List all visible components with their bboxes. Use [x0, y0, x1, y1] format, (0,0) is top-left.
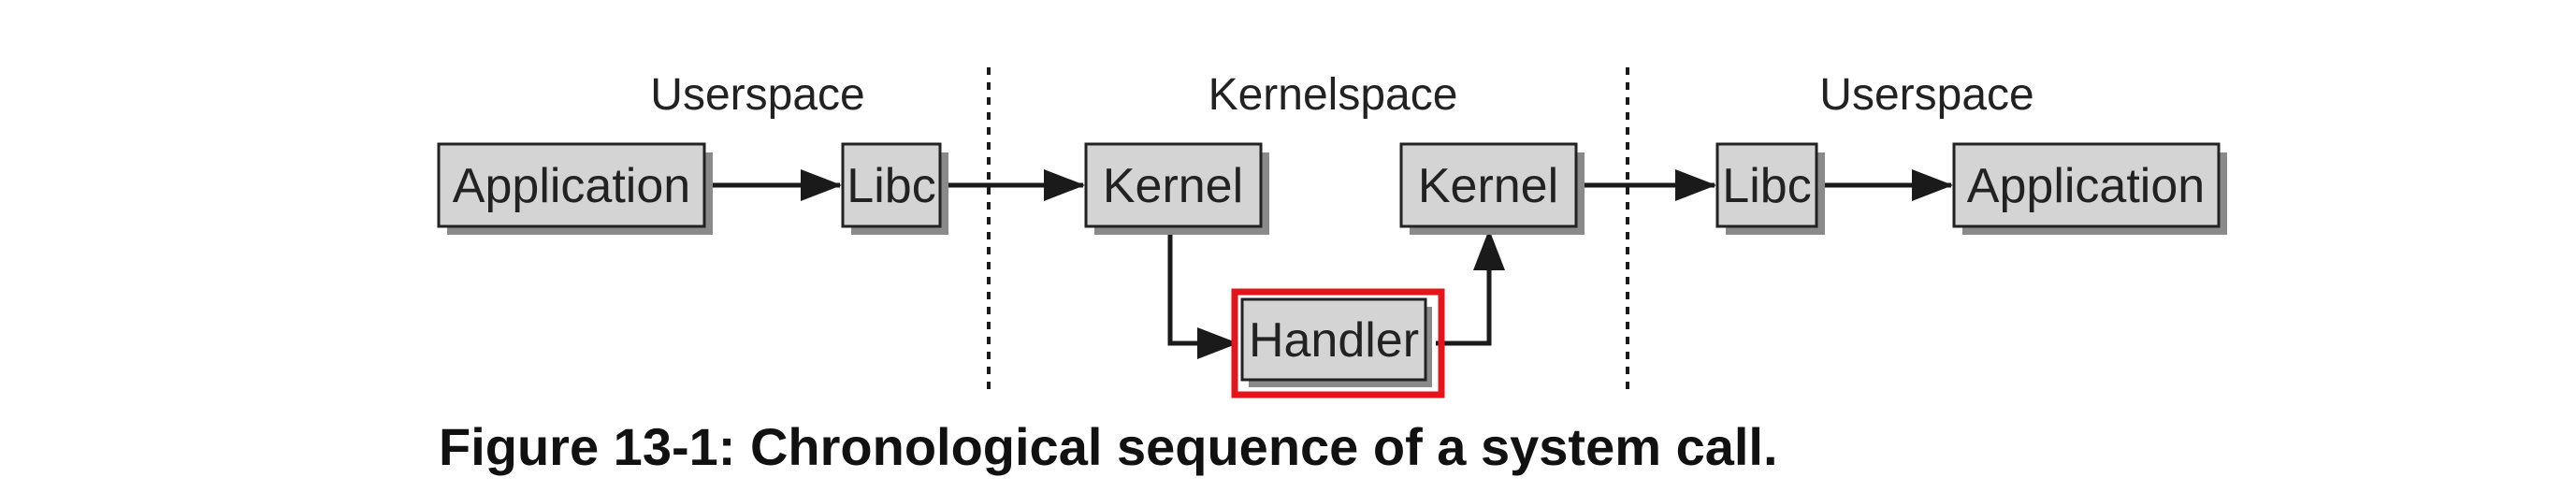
arrow-handler-to-kernel — [1436, 229, 1505, 346]
connectors — [707, 169, 1953, 359]
node-libc-right: Libc — [1715, 142, 1825, 235]
section-label-userspace-left: Userspace — [650, 70, 864, 120]
node-label: Application — [1967, 159, 2205, 213]
node-label: Handler — [1249, 313, 1419, 368]
node-application-right: Application — [1952, 142, 2227, 235]
figure-caption: Figure 13-1: Chronological sequence of a… — [439, 417, 1778, 476]
arrow-kernel-to-handler — [1167, 229, 1238, 359]
node-libc-left: Libc — [841, 142, 948, 235]
node-box — [1084, 142, 1263, 228]
node-handler: Handler — [1231, 288, 1445, 398]
node-kernel-entry: Kernel — [1084, 142, 1269, 235]
node-box — [1399, 142, 1578, 228]
node-label: Kernel — [1418, 159, 1558, 213]
node-box — [841, 142, 942, 228]
highlight-frame — [1231, 288, 1445, 398]
node-label: Libc — [847, 159, 935, 213]
node-box — [1240, 297, 1427, 382]
node-box — [437, 142, 706, 228]
node-label: Application — [453, 159, 690, 213]
node-label: Kernel — [1103, 159, 1243, 213]
section-label-kernelspace: Kernelspace — [1208, 70, 1458, 120]
node-kernel-exit: Kernel — [1399, 142, 1585, 235]
node-label: Libc — [1722, 159, 1811, 213]
section-label-userspace-right: Userspace — [1819, 70, 2033, 120]
node-box — [1715, 142, 1818, 228]
node-application-left: Application — [437, 142, 713, 235]
node-box — [1952, 142, 2221, 228]
